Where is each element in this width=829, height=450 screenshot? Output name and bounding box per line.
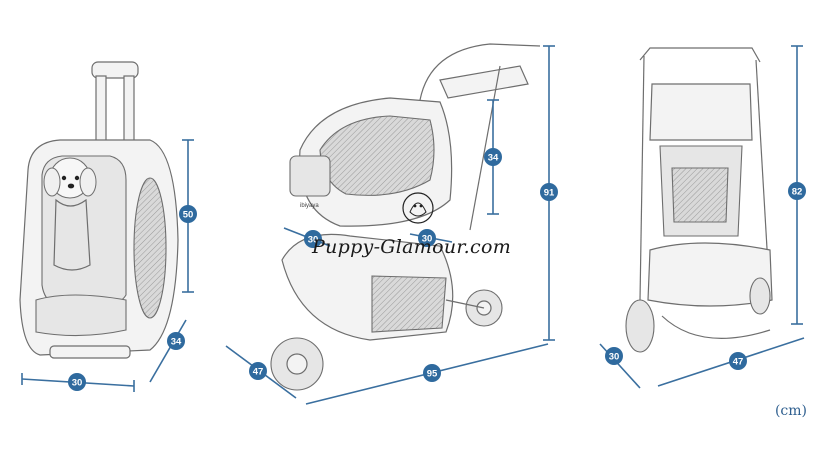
stroller-front-door xyxy=(289,155,331,197)
dim-backpack-depth-line xyxy=(149,319,187,383)
front-canopy xyxy=(649,83,753,141)
stroller-front-dimensions: 82 30 47 xyxy=(599,45,806,389)
puppy-eye-left xyxy=(61,175,67,181)
front-wheel-left xyxy=(625,299,655,353)
front-left-post xyxy=(639,55,645,301)
backpack-trolley-illustration xyxy=(19,61,179,359)
watermark-text: Puppy-Glamour.com xyxy=(312,236,512,258)
stroller-front-hub xyxy=(286,353,308,375)
dim-carrier-height-badge: 34 xyxy=(484,148,502,166)
puppy-eye-right xyxy=(74,175,80,181)
svg-text:95: 95 xyxy=(427,368,438,379)
front-base xyxy=(647,242,773,307)
backpack-front-pocket xyxy=(35,294,127,337)
stroller-tray xyxy=(439,65,529,99)
trolley-handle xyxy=(91,61,139,79)
dim-carrier-depth-badge: 30 xyxy=(418,229,436,247)
svg-text:30: 30 xyxy=(72,377,83,388)
front-wheel-right xyxy=(749,277,771,315)
stroller-front-illustration xyxy=(625,47,773,353)
stroller-basket xyxy=(371,275,447,333)
dim-backpack-width-badge: 30 xyxy=(68,373,86,391)
watermark-logo-icon xyxy=(402,192,434,224)
dim-front-height-badge: 82 xyxy=(788,182,806,200)
svg-text:30: 30 xyxy=(308,234,319,245)
front-seat-mesh xyxy=(671,167,729,223)
dim-stroller-height-badge: 91 xyxy=(540,183,558,201)
dim-stroller-length-badge: 95 xyxy=(423,364,441,382)
backpack-dimensions: 50 30 34 xyxy=(21,139,197,392)
front-footbar xyxy=(661,315,771,339)
stroller-rear-bar xyxy=(469,65,501,231)
dim-backpack-height-badge: 50 xyxy=(179,205,197,223)
svg-text:34: 34 xyxy=(488,152,499,163)
svg-text:47: 47 xyxy=(733,356,744,367)
dim-front-depth-badge: 30 xyxy=(605,347,623,365)
backpack-base xyxy=(49,345,131,359)
svg-text:30: 30 xyxy=(422,233,433,244)
dim-stroller-wheel-badge: 47 xyxy=(249,362,267,380)
puppy-nose xyxy=(67,183,75,189)
svg-text:30: 30 xyxy=(609,351,620,362)
svg-text:91: 91 xyxy=(544,187,555,198)
puppy-ear-left xyxy=(43,167,61,197)
stroller-brand-label: ibiyaya xyxy=(300,203,319,209)
svg-text:34: 34 xyxy=(171,336,182,347)
svg-text:47: 47 xyxy=(253,366,264,377)
front-handlebar xyxy=(639,47,761,63)
stroller-carrier-mesh xyxy=(319,115,435,196)
dim-backpack-depth-badge: 34 xyxy=(167,332,185,350)
puppy-ear-right xyxy=(79,167,97,197)
dim-carrier-width-badge: 30 xyxy=(304,230,322,248)
puppy-body xyxy=(53,198,91,271)
unit-label: (cm) xyxy=(774,403,807,419)
stroller-axle xyxy=(445,299,485,309)
dim-front-width-badge: 47 xyxy=(729,352,747,370)
svg-text:50: 50 xyxy=(183,209,194,220)
backpack-side-mesh xyxy=(133,177,167,319)
stroller-side-dimensions: 34 91 30 30 47 95 xyxy=(225,45,558,405)
svg-text:82: 82 xyxy=(792,186,803,197)
stroller-handlebar xyxy=(419,43,541,101)
